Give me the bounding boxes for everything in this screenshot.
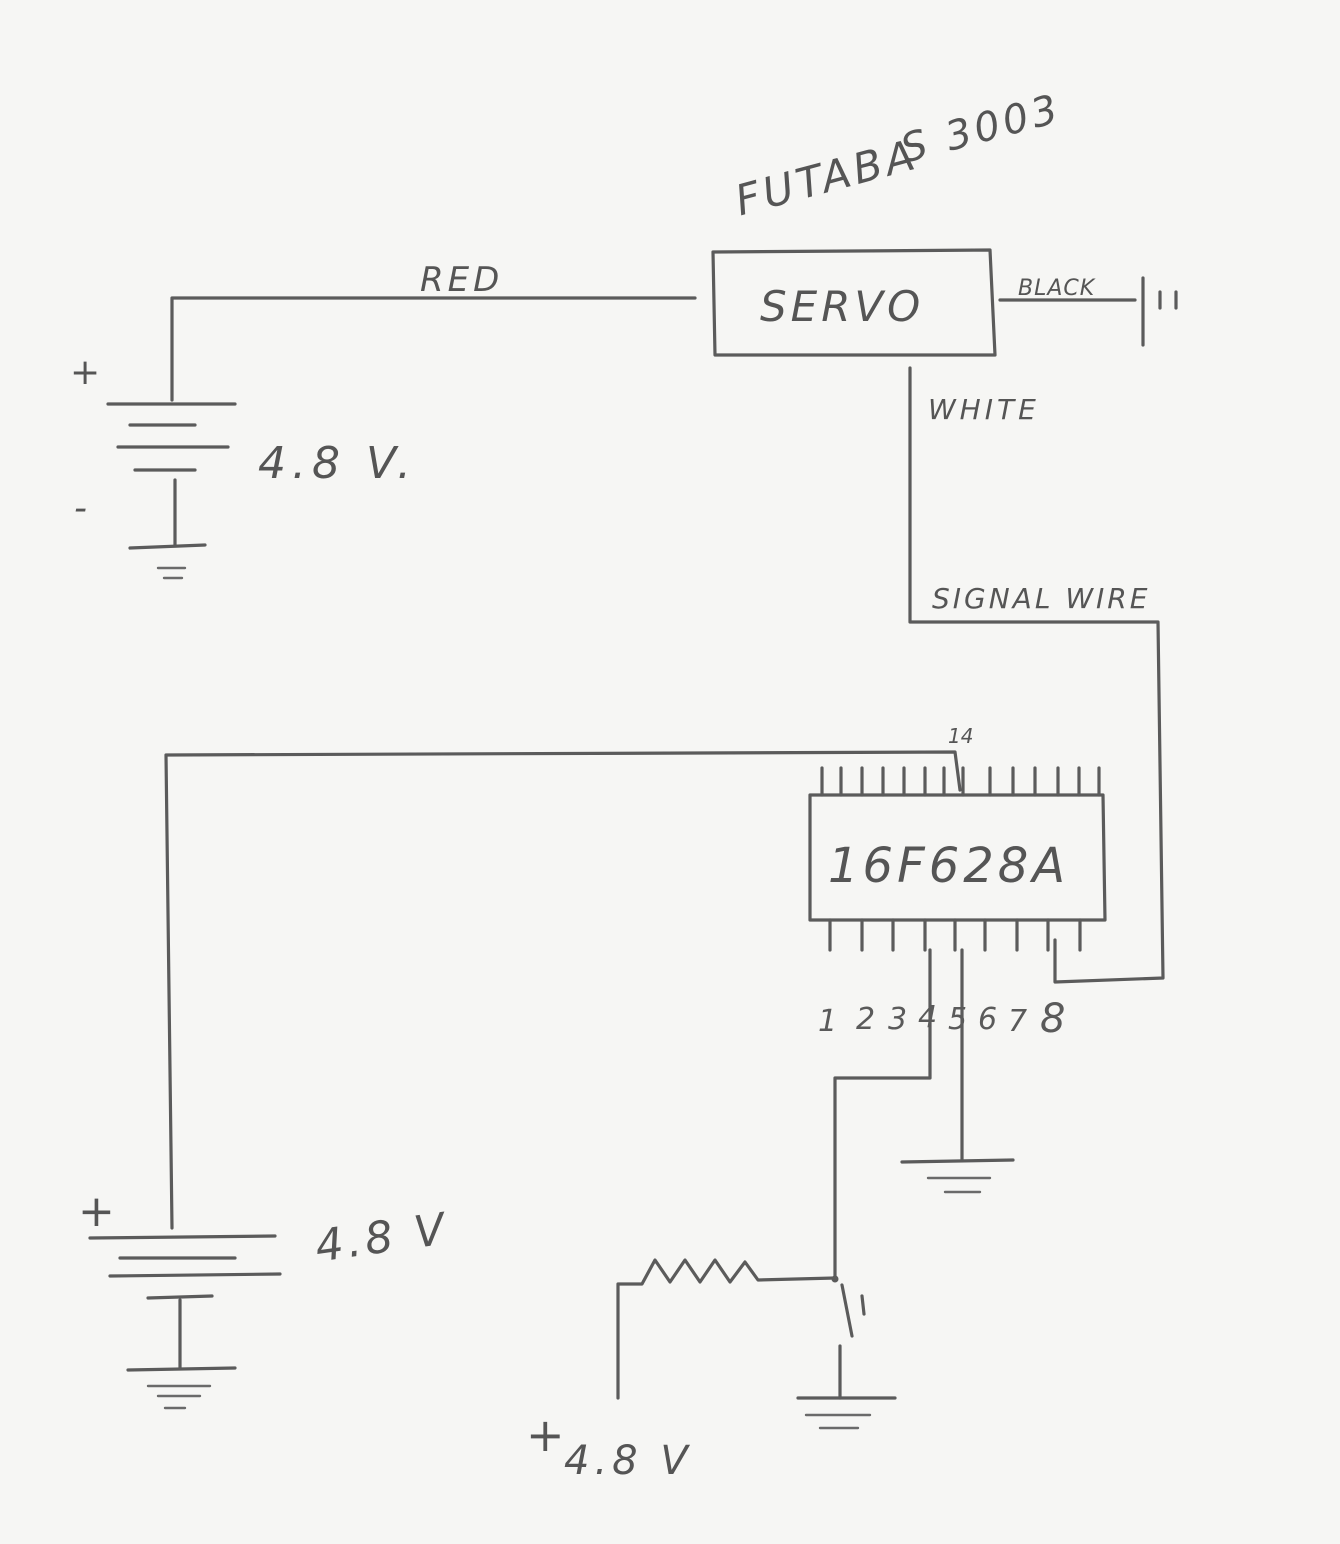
servo-box [711, 248, 997, 357]
black-wire-label: BLACK [1018, 276, 1096, 301]
battery-top-plus: + [70, 352, 105, 393]
red-wire-label: RED [420, 260, 504, 300]
pin4-wire [833, 948, 932, 1280]
chip-16f628a [808, 766, 1107, 952]
pin-number: 3 [888, 1002, 908, 1037]
white-wire-label: WHITE [928, 393, 1040, 426]
pin-number: 4 [918, 1000, 938, 1035]
pin-number: 2 [856, 1002, 876, 1037]
vdd-wire [164, 750, 962, 1230]
battery-top-minus: - [74, 488, 91, 529]
battery-top-symbol [106, 402, 237, 580]
pin5-ground-symbol [900, 1158, 1015, 1194]
pin-number: 7 [1008, 1004, 1028, 1039]
junction-dot [831, 1275, 839, 1283]
pin-number: 5 [948, 1002, 968, 1037]
battery-top-voltage: 4.8 V. [258, 438, 417, 489]
pin-number: 6 [978, 1002, 998, 1037]
pin-number: 8 [1040, 996, 1066, 1042]
resistor [616, 1258, 837, 1400]
battery-bottom-plus: + [78, 1186, 119, 1237]
servo-label: SERVO [760, 282, 925, 331]
black-wire-ground-mark [1141, 276, 1178, 347]
switch-ground-symbol [796, 1396, 897, 1430]
signal-wire [908, 366, 1165, 984]
signal-wire-label: SIGNAL WIRE [932, 582, 1151, 615]
battery-bottom-symbol [88, 1234, 282, 1410]
red-wire [170, 296, 697, 402]
chip-pin14-mark: 14 [948, 724, 974, 748]
chip-label: 16F628A [828, 838, 1070, 894]
pushbutton-switch [840, 1283, 866, 1338]
switch-supply-plus: + [526, 1408, 569, 1462]
pin-number: 1 [818, 1004, 838, 1039]
switch-supply-voltage: 4.8 V [564, 1438, 693, 1484]
